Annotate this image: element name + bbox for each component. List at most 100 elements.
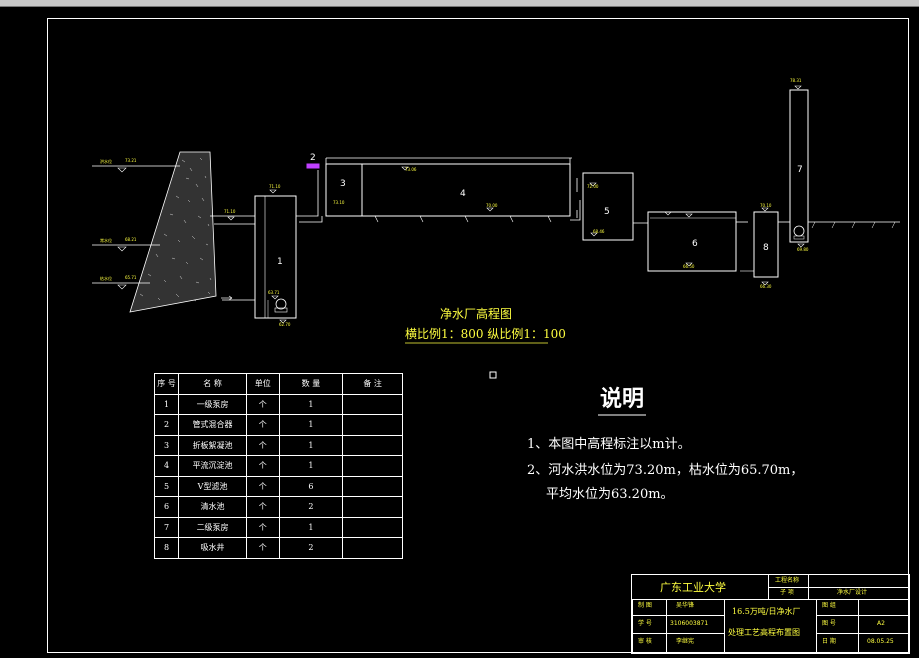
table-row: 5 V型滤池 个 6: [153, 475, 403, 497]
elev-pump2-top: 78.31: [790, 78, 802, 83]
table-cell: 个: [246, 475, 280, 497]
table-cell: 8: [153, 537, 180, 559]
notes-line-3: 平均水位为63.20m。: [546, 487, 674, 502]
title-block: 广东工业大学 工程名称 子 项 净水厂设计 制 图 吴华锋 学 号 310600…: [631, 574, 910, 654]
table-cell: 6: [278, 475, 344, 497]
table-cell: [342, 455, 403, 477]
item-value: 净水厂设计: [837, 589, 868, 596]
elev-pump1-inner: 63.71: [268, 290, 280, 295]
table-cell: [342, 414, 403, 436]
table-cell: 个: [246, 496, 280, 518]
side-label-flood: 洪水位: [100, 159, 112, 164]
sheet-value: A2: [877, 620, 885, 627]
table-cell: 折板絮凝池: [178, 434, 248, 456]
elev-pump1-top: 71.10: [269, 184, 281, 189]
table-row: 4 平流沉淀池 个 1: [153, 455, 403, 477]
table-cell: 个: [246, 537, 280, 559]
sheet-label: 图 号: [822, 620, 836, 627]
elev-floc-water: 73.06: [405, 167, 417, 172]
mixer-marker: [306, 163, 320, 169]
table-cell: 二级泵房: [178, 516, 248, 538]
unit-number-5: 5: [604, 207, 610, 217]
table-header: 数 量: [278, 373, 344, 395]
elev-filter-water: 72.00: [587, 184, 599, 189]
embankment: [129, 151, 217, 313]
unit-number-2: 2: [310, 153, 316, 163]
elev-tank-top: 70.10: [760, 203, 772, 208]
table-cell: 6: [153, 496, 180, 518]
elev-filter-bottom: 68.46: [593, 229, 605, 234]
unit-number-6: 6: [692, 239, 698, 249]
unit-number-7: 7: [797, 165, 803, 175]
table-cell: 3: [153, 434, 180, 456]
side-label-dry: 枯水位: [100, 276, 112, 281]
table-row: 3 折板絮凝池 个 1: [153, 434, 403, 456]
table-row: 8 吸水井 个 2: [153, 537, 403, 559]
table-cell: 管式混合器: [178, 414, 248, 436]
diagram-scale: 横比例1：800 纵比例1：100: [405, 327, 566, 341]
table-cell: 一级泵房: [178, 393, 248, 415]
school-name: 广东工业大学: [660, 581, 726, 594]
drawing-group-label: 图 组: [822, 602, 836, 609]
unit-number-1: 1: [277, 257, 283, 267]
drawing-title-line-1: 16.5万吨/日净水厂: [732, 607, 801, 616]
elev-avg: 68.21: [125, 237, 137, 242]
elev-intake: 71.10: [224, 209, 236, 214]
table-cell: [342, 475, 403, 497]
elev-pump2-bottom: 69.80: [797, 247, 809, 252]
table-cell: V型滤池: [178, 475, 248, 497]
table-header: 单位: [246, 373, 280, 395]
table-cell: 7: [153, 516, 180, 538]
project-label: 工程名称: [775, 577, 800, 584]
table-cell: 1: [153, 393, 180, 415]
table-cell: [342, 496, 403, 518]
elev-floc-bottom: 70.00: [486, 203, 498, 208]
side-label-avg: 常水位: [100, 238, 112, 243]
table-cell: 个: [246, 455, 280, 477]
table-header: 序 号: [153, 373, 180, 395]
table-cell: 个: [246, 414, 280, 436]
elev-tank-bottom: 66.30: [760, 284, 772, 289]
table-header: 名 称: [178, 373, 248, 395]
drawing-title-line-2: 处理工艺高程布置图: [728, 628, 800, 637]
table-cell: [342, 537, 403, 559]
table-cell: 5: [153, 475, 180, 497]
elev-mixer: 73.10: [333, 200, 345, 205]
table-cell: 1: [278, 393, 344, 415]
elev-dry: 65.71: [125, 275, 137, 280]
reviewer-label: 审 核: [638, 638, 652, 645]
table-header-row: 序 号 名 称 单位 数 量 备 注: [153, 373, 403, 395]
drafter-value: 吴华锋: [676, 602, 695, 609]
table-row: 2 管式混合器 个 1: [153, 414, 403, 436]
drawing-border: [47, 18, 909, 653]
notes-heading: 说明: [600, 386, 645, 412]
elev-clear-bottom: 66.50: [683, 264, 695, 269]
table-cell: [342, 434, 403, 456]
table-cell: 平流沉淀池: [178, 455, 248, 477]
table-row: 1 一级泵房 个 1: [153, 393, 403, 415]
notes-line-2: 2、河水洪水位为73.20m，枯水位为65.70m，: [527, 463, 804, 478]
table-cell: 个: [246, 516, 280, 538]
date-value: 08.05.25: [867, 638, 894, 645]
unit-number-8: 8: [763, 243, 769, 253]
table-row: 6 清水池 个 2: [153, 496, 403, 518]
table-cell: [342, 516, 403, 538]
table-cell: 个: [246, 434, 280, 456]
student-id-value: 3106003871: [670, 620, 709, 627]
table-cell: 1: [278, 516, 344, 538]
table-cell: 2: [278, 537, 344, 559]
unit-number-4: 4: [460, 189, 466, 199]
elev-flood: 73.21: [125, 158, 137, 163]
table-cell: [342, 393, 403, 415]
table-cell: 清水池: [178, 496, 248, 518]
table-cell: 个: [246, 393, 280, 415]
equipment-table: 序 号 名 称 单位 数 量 备 注 1 一级泵房 个 1 2 管式混合器 个 …: [153, 373, 403, 559]
student-id-label: 学 号: [638, 620, 652, 627]
table-cell: 2: [278, 496, 344, 518]
table-header: 备 注: [342, 373, 403, 395]
table-row: 7 二级泵房 个 1: [153, 516, 403, 538]
table-cell: 4: [153, 455, 180, 477]
notes-line-1: 1、本图中高程标注以m计。: [527, 437, 691, 452]
